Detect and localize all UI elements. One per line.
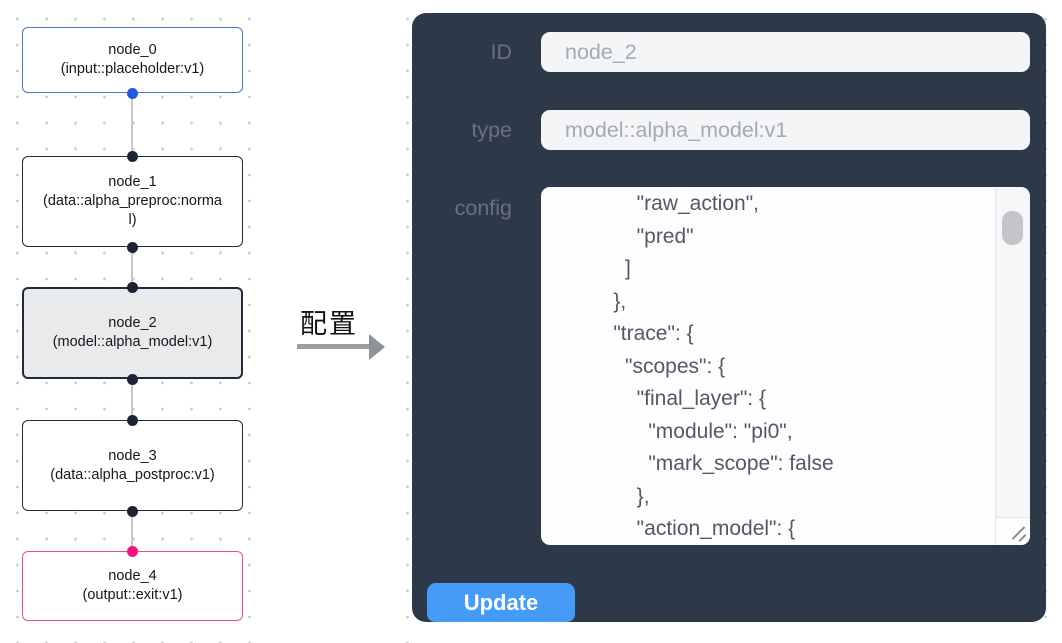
graph-node-node_1[interactable]: node_1(data::alpha_preproc:normal): [22, 156, 243, 247]
graph-node-node_2[interactable]: node_2(model::alpha_model:v1): [22, 287, 243, 379]
arrow-shaft: [297, 344, 369, 349]
node-type-label: (data::alpha_preproc:normal): [43, 193, 222, 228]
id-input-value: node_2: [565, 39, 637, 64]
bottom-port-node_3[interactable]: [127, 505, 138, 517]
bottom-port-node_0[interactable]: [127, 87, 138, 99]
graph-canvas[interactable]: node_0(input::placeholder:v1)node_1(data…: [0, 0, 272, 643]
edge-node_1-node_2[interactable]: [131, 247, 133, 287]
graph-node-node_0[interactable]: node_0(input::placeholder:v1): [22, 27, 243, 93]
edge-node_2-node_3[interactable]: [131, 379, 133, 420]
resize-grip-line: [1018, 534, 1027, 542]
config-scrollbar[interactable]: [995, 187, 1030, 517]
bottom-margin: [412, 622, 1062, 643]
node-id-label: node_1: [108, 174, 157, 190]
config-textarea[interactable]: "raw_action", "pred" ] }, "trace": { "sc…: [541, 187, 1030, 545]
node-type-label: (input::placeholder:v1): [60, 61, 205, 77]
arrow-head: [369, 334, 385, 360]
top-port-node_4[interactable]: [127, 545, 138, 557]
node-id-label: node_4: [108, 568, 157, 584]
node-id-label: node_3: [108, 447, 157, 464]
update-button[interactable]: Update: [427, 583, 575, 622]
bottom-port-node_1[interactable]: [127, 241, 138, 253]
edge-node_3-node_4[interactable]: [131, 511, 133, 551]
node-type-label: (model::alpha_model:v1): [52, 334, 213, 350]
bottom-port-node_2[interactable]: [127, 373, 138, 385]
node-config-panel: ID node_2 type model::alpha_model:v1 con…: [412, 13, 1046, 622]
top-port-node_2[interactable]: [127, 281, 138, 293]
type-input[interactable]: model::alpha_model:v1: [541, 110, 1030, 150]
node-type-label: (output::exit:v1): [82, 587, 183, 603]
edge-node_0-node_1[interactable]: [131, 93, 133, 156]
graph-node-node_3[interactable]: node_3(data::alpha_postproc:v1): [22, 420, 243, 511]
node-id-label: node_0: [108, 42, 157, 58]
config-field-label: config: [454, 196, 512, 220]
arrow-right-icon: [297, 334, 385, 360]
id-field-label: ID: [490, 40, 513, 64]
node-id-label: node_2: [108, 315, 157, 331]
top-port-node_3[interactable]: [127, 414, 138, 426]
config-json-content: "raw_action", "pred" ] }, "trace": { "sc…: [613, 192, 834, 540]
node-type-label: (data::alpha_postproc:v1): [50, 466, 215, 483]
transition-label: 配置: [300, 309, 358, 339]
id-input[interactable]: node_2: [541, 32, 1030, 72]
type-input-value: model::alpha_model:v1: [565, 117, 788, 142]
resize-handle-icon[interactable]: [995, 517, 1030, 545]
type-field-label: type: [471, 118, 512, 142]
scrollbar-thumb[interactable]: [1002, 211, 1023, 245]
graph-node-node_4[interactable]: node_4(output::exit:v1): [22, 551, 243, 621]
top-port-node_1[interactable]: [127, 150, 138, 162]
